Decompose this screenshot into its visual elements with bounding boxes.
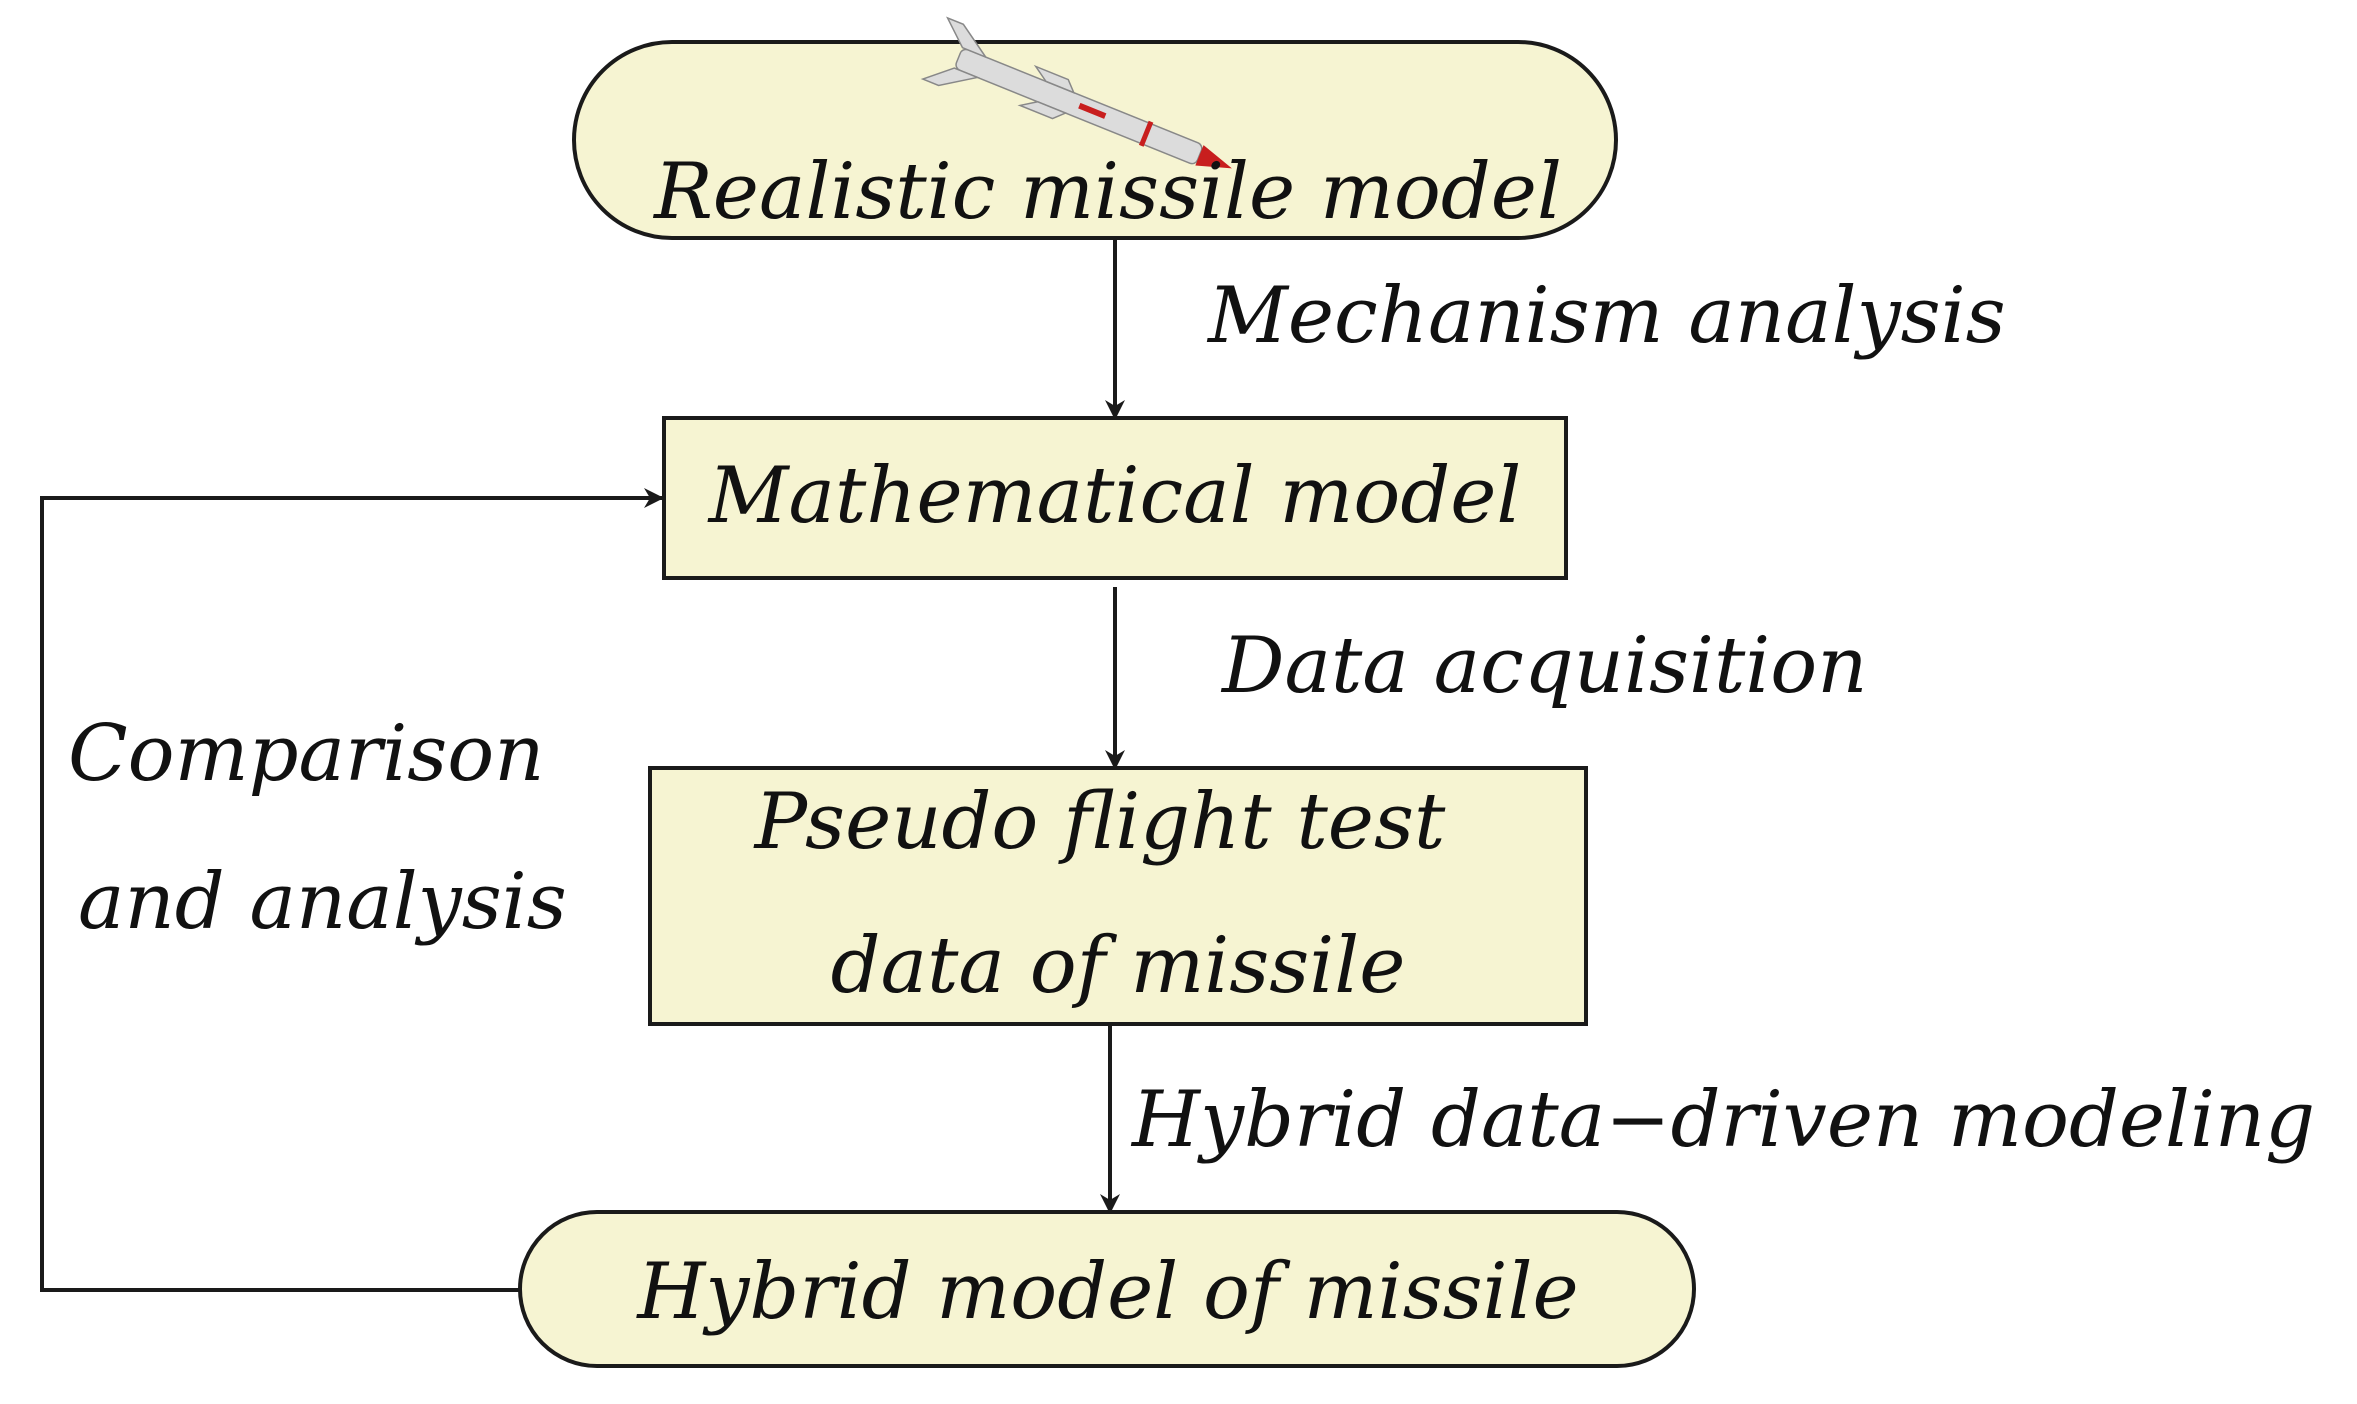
node-label: Hybrid model of missile xyxy=(635,1247,1578,1337)
missile-icon xyxy=(920,16,1232,169)
node-hybrid-model-of-missile: Hybrid model of missile xyxy=(518,1210,1696,1368)
edge-label-comparison: Comparison xyxy=(68,709,545,799)
edge-label-mechanism-analysis: Mechanism analysis xyxy=(1206,271,2006,361)
edge-label-hybrid-data-driven-modeling: Hybrid data−driven modeling xyxy=(1130,1075,2315,1165)
edge-label-and-analysis: and analysis xyxy=(78,857,567,947)
node-pseudo-flight-test-data: Pseudo flight test data of missile xyxy=(648,766,1588,1026)
node-mathematical-model: Mathematical model xyxy=(662,416,1568,580)
node-label: Mathematical model xyxy=(707,451,1522,541)
node-label-line-1: Pseudo flight test xyxy=(753,777,1446,867)
node-label: Realistic missile model xyxy=(652,147,1562,237)
node-realistic-missile-model: Realistic missile model xyxy=(572,16,1618,240)
edge-label-data-acquisition: Data acquisition xyxy=(1220,621,1867,711)
node-label-line-2: data of missile xyxy=(831,921,1406,1011)
arrow-feedback-loop xyxy=(40,488,664,1292)
